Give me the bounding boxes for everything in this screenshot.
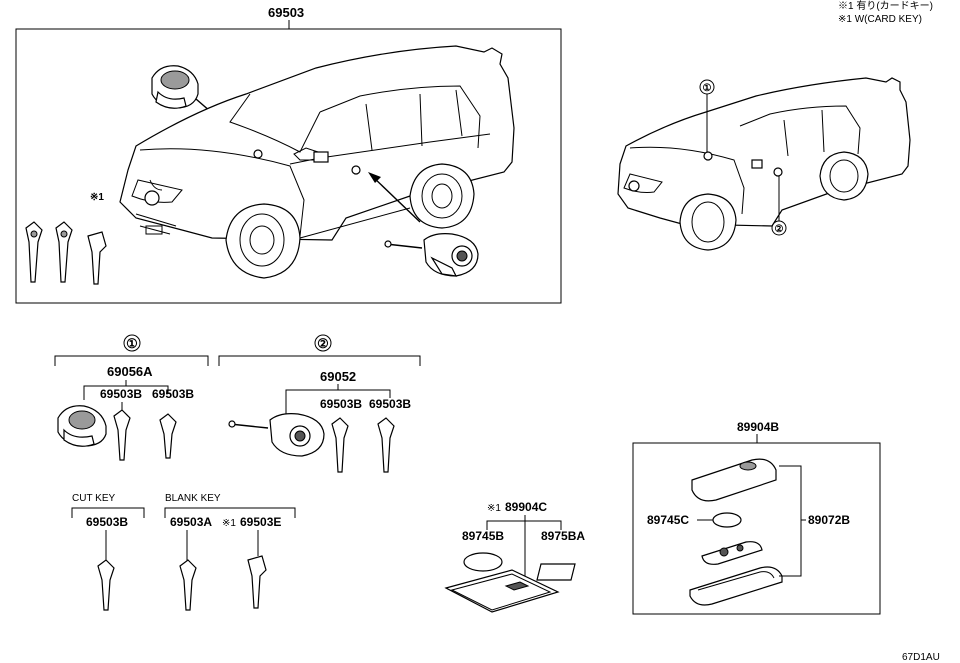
group-1-key-b-drawing (159, 413, 177, 459)
smart-key-battery-label: 89745C (647, 513, 689, 527)
card-key-part-a: 89745B (462, 529, 504, 543)
group-2-callout: ② (317, 336, 329, 351)
card-key-drawing (444, 569, 560, 613)
assembly-label: 69503 (268, 5, 304, 20)
group-1-key-b: 69503B (152, 387, 194, 401)
card-key-mark: ※1 (487, 503, 501, 514)
cut-key-bracket (71, 507, 145, 518)
key-drawing-1 (25, 221, 43, 283)
diagram-code: 67D1AU (902, 652, 940, 663)
blank-key-b-drawing (247, 555, 267, 609)
note-line-2: ※1 W(CARD KEY) (838, 14, 922, 25)
arrow-line-2 (371, 175, 421, 223)
group-1-bracket (54, 355, 209, 366)
blank-key-part-a: 69503A (170, 515, 212, 529)
blank-key-bracket (164, 507, 296, 518)
smart-key-case-label: 89072B (808, 513, 850, 527)
right-callout-2: ② (775, 224, 784, 235)
card-key-cover-drawing (536, 563, 576, 581)
vehicle-drawing-left (119, 45, 515, 279)
right-callout-1: ① (703, 83, 712, 94)
cut-key-part: 69503B (86, 515, 128, 529)
group-2-assy: 69052 (320, 369, 356, 384)
cut-key-heading: CUT KEY (72, 493, 115, 504)
group-2-key-a: 69503B (320, 397, 362, 411)
smart-key-case-drawing (689, 566, 783, 606)
group-1-key-a-drawing (113, 409, 131, 461)
vehicle-drawing-right (617, 77, 911, 251)
door-cylinder-drawing (384, 233, 479, 277)
blank-key-part-b-mark: ※1 (222, 518, 236, 529)
group-2-key-b: 69503B (369, 397, 411, 411)
card-key-part-b: 8975BA (541, 529, 585, 543)
group-2-cylinder-drawing (228, 413, 325, 457)
group-1-cylinder-drawing (57, 405, 107, 447)
card-key-battery-drawing (463, 552, 503, 572)
group-1-assy: 69056A (107, 364, 153, 379)
key-drawing-2 (55, 221, 73, 283)
group-2-key-a-drawing (331, 417, 349, 473)
smart-key-assy: 89904B (737, 420, 779, 434)
blank-key-a-drawing (179, 559, 197, 611)
group-1-key-a: 69503B (100, 387, 142, 401)
smart-key-shell-drawing (691, 458, 777, 502)
group-2-bracket (218, 355, 421, 366)
note-line-1: ※1 有り(カードキー) (838, 0, 933, 12)
assembly-box (15, 28, 562, 304)
smart-key-battery-drawing (712, 512, 742, 528)
card-key-assy: 89904C (505, 500, 547, 514)
box-note-mark: ※1 (90, 192, 104, 203)
key-drawing-3 (87, 231, 107, 285)
ignition-cylinder-drawing (151, 65, 199, 109)
blank-key-heading: BLANK KEY (165, 493, 221, 504)
smart-key-box (632, 442, 881, 615)
smart-key-case-bracket (779, 465, 806, 577)
smart-key-board-drawing (701, 541, 763, 565)
group-1-callout: ① (126, 336, 138, 351)
cut-key-drawing (97, 559, 115, 611)
blank-key-part-b: 69503E (240, 515, 281, 529)
group-2-key-b-drawing (377, 417, 395, 473)
